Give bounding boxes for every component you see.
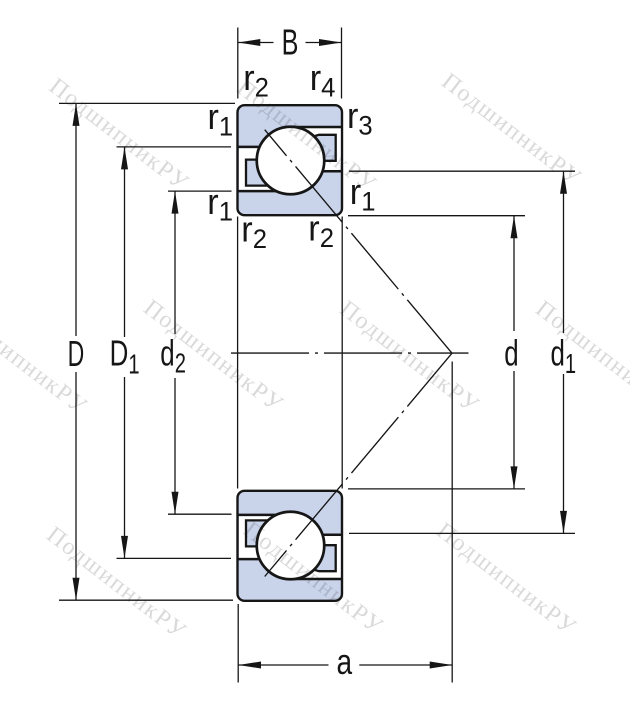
- svg-text:ПодшипникРУ: ПодшипникРУ: [531, 296, 630, 419]
- svg-text:a: a: [336, 641, 352, 681]
- svg-text:r1: r1: [207, 182, 233, 226]
- svg-text:ПодшипникРУ: ПодшипникРУ: [335, 296, 485, 419]
- svg-text:D: D: [68, 335, 85, 374]
- svg-text:B: B: [282, 22, 299, 63]
- svg-text:d2: d2: [160, 334, 186, 380]
- svg-text:ПодшипникРУ: ПодшипникРУ: [432, 518, 582, 641]
- svg-text:ПодшипникРУ: ПодшипникРУ: [437, 68, 587, 191]
- svg-text:r3: r3: [347, 96, 373, 140]
- svg-text:ПодшипникРУ: ПодшипникРУ: [44, 73, 194, 196]
- svg-text:D1: D1: [110, 333, 140, 380]
- svg-text:r4: r4: [310, 58, 336, 102]
- svg-text:ПодшипникРУ: ПодшипникРУ: [42, 522, 192, 645]
- svg-text:d: d: [504, 334, 518, 374]
